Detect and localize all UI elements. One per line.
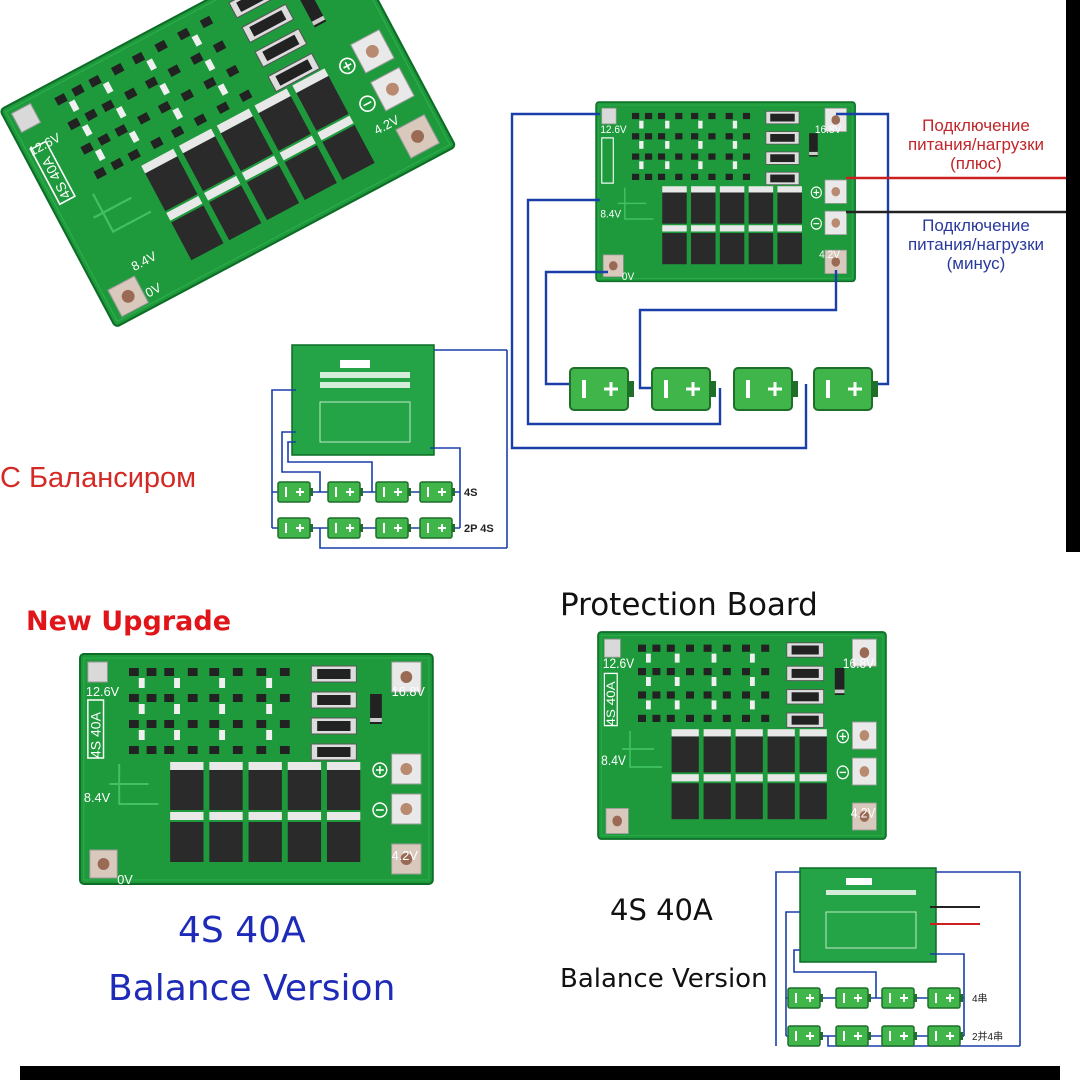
pcb-photo-bottom-left: 12.6V 16.8V 8.4V 4.2V 0V 4S 40A: [79, 653, 434, 887]
diagram-board-16v8: 16.8V: [815, 124, 841, 136]
bl-board-12v6: 12.6V: [86, 684, 120, 699]
small-wiring-diagram-2p4s: 4S 2P 4S: [271, 344, 508, 549]
label-load-minus: Подключение питания/нагрузки (минус): [907, 216, 1045, 273]
title-4s-40a-blue: 4S 40A: [178, 910, 306, 951]
wiring-diagram-4s: 12.6V 16.8V 8.4V 4.2V 0V: [510, 101, 1066, 450]
label-2p4s-cn: 2并4串: [972, 1030, 1003, 1043]
headline-protection-board: Protection Board: [560, 587, 818, 623]
bl-board-0v: 0V: [117, 872, 133, 887]
br-board-16v8: 16.8V: [843, 655, 875, 671]
br-board-12v6: 12.6V: [603, 655, 635, 671]
br-board-model: 4S 40A: [604, 681, 618, 726]
title-4s-40a-black: 4S 40A: [610, 893, 713, 927]
bl-board-16v8: 16.8V: [392, 684, 426, 699]
br-board-4v2: 4.2V: [851, 805, 876, 821]
label-4s-cn: 4串: [972, 993, 988, 1005]
black-border-right: [1066, 0, 1080, 552]
label-load-plus: Подключение питания/нагрузки (плюс): [907, 116, 1045, 173]
bl-board-model: 4S 40A: [88, 711, 104, 758]
bl-board-4v2: 4.2V: [392, 848, 419, 863]
small-wiring-diagram-cn: 4串 2并4串: [775, 867, 1021, 1047]
subtitle-balance-version-blue: Balance Version: [108, 968, 396, 1009]
caption-with-balancer: С Балансиром: [0, 462, 197, 494]
br-board-8v4: 8.4V: [601, 753, 626, 769]
diagram-board-8v4: 8.4V: [600, 208, 621, 220]
label-2p4s: 2P 4S: [464, 523, 494, 535]
diagram-board-4v2: 4.2V: [819, 249, 840, 261]
pcb-photo-top-left: 12.6V 16.8V 8.4V 4.2V 0V 4S 40A: [0, 0, 457, 329]
bl-board-8v4: 8.4V: [84, 790, 111, 805]
diagram-board-0v: 0V: [622, 270, 634, 282]
black-border-bottom: [20, 1066, 1060, 1080]
headline-new-upgrade: New Upgrade: [26, 606, 232, 637]
pcb-photo-bottom-right: 12.6V 16.8V 8.4V 4.2V 4S 40A: [597, 631, 887, 840]
board-label-0v: 0V: [143, 280, 164, 301]
diagram-board-12v6: 12.6V: [600, 124, 626, 136]
subtitle-balance-version-black: Balance Version: [560, 964, 768, 994]
label-4s: 4S: [464, 487, 477, 499]
